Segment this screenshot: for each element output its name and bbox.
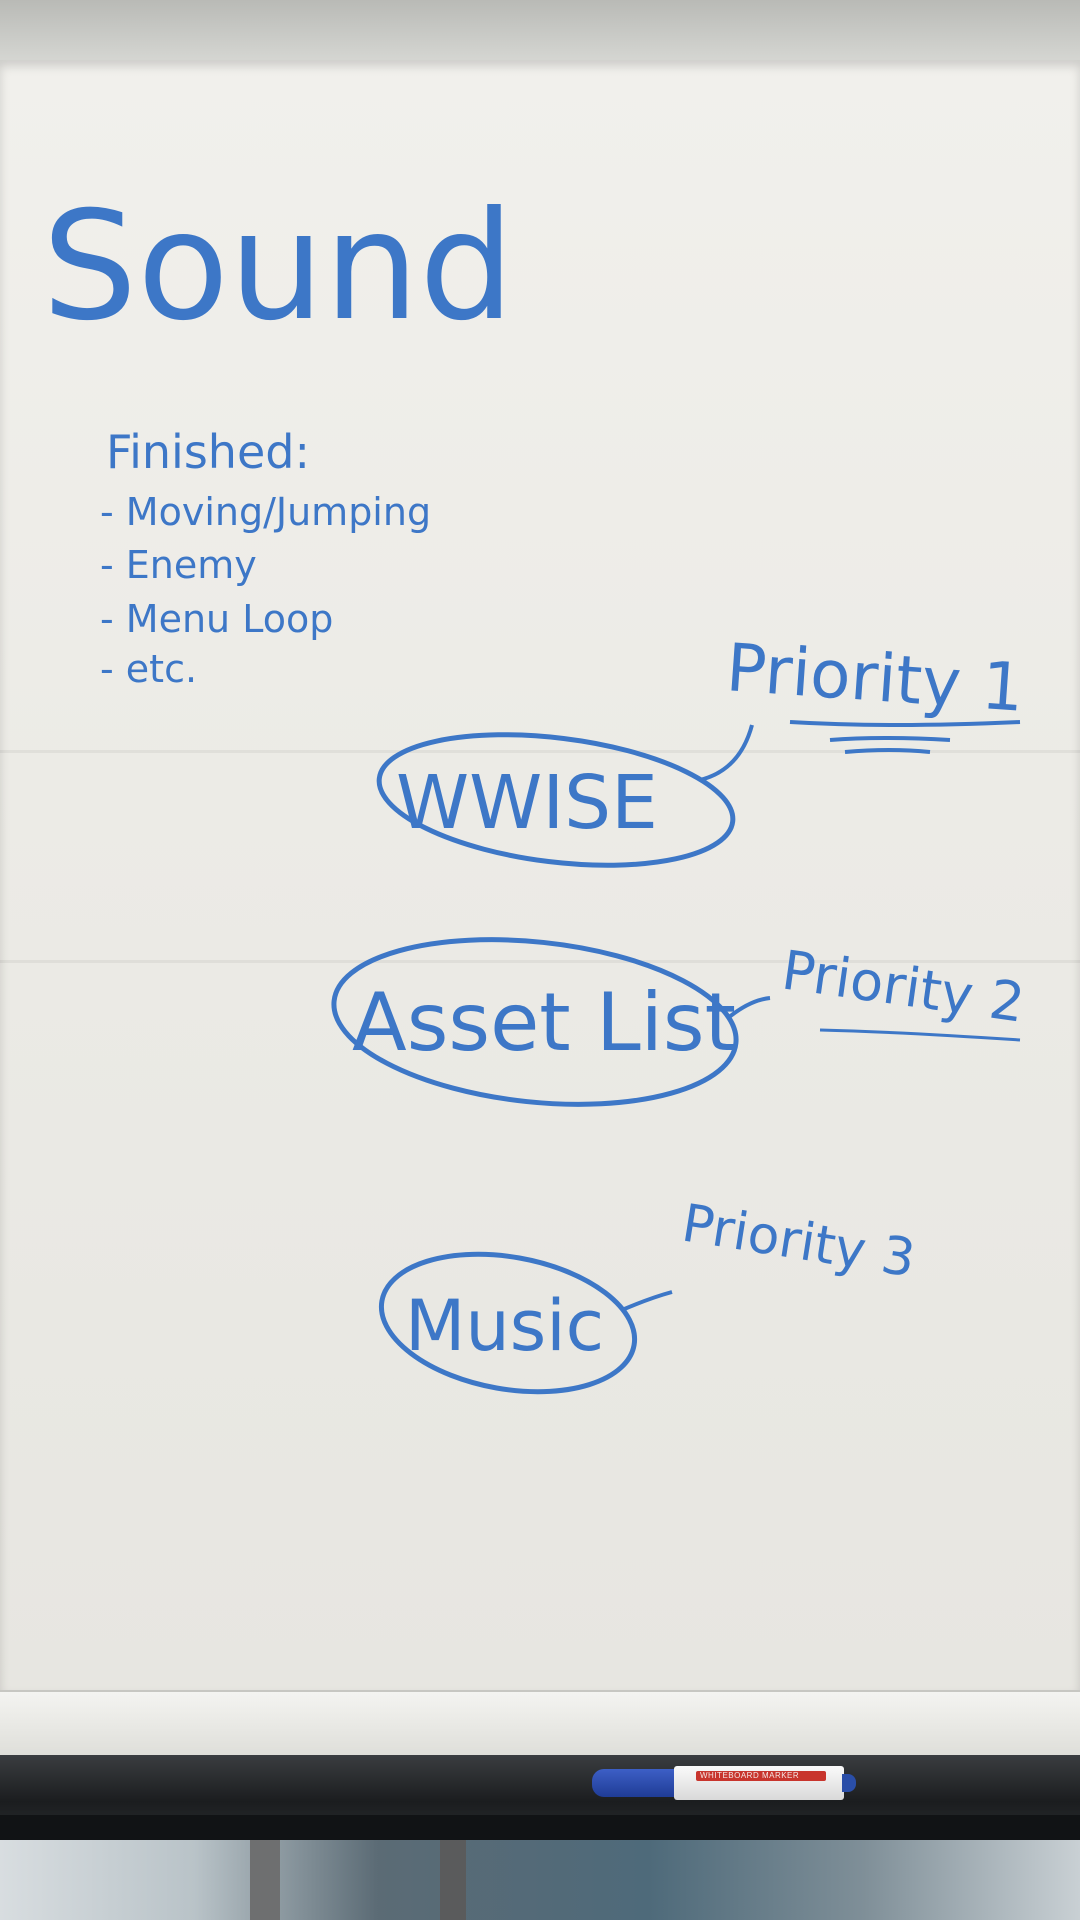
wwise-circle — [376, 732, 736, 868]
finished-item: - Menu Loop — [100, 597, 333, 641]
priority-underline — [789, 720, 1021, 727]
paper-crease — [0, 960, 1080, 963]
background-floor — [0, 1840, 1080, 1920]
finished-label: Finished: — [106, 425, 310, 479]
connector-line — [726, 996, 771, 1020]
priority-underline — [829, 736, 951, 754]
title-sound: Sound — [42, 180, 514, 354]
music-circle — [378, 1251, 638, 1395]
asset-list-circle — [331, 937, 739, 1107]
connector-line — [621, 1290, 673, 1312]
easel-leg — [440, 1840, 466, 1920]
priority-underline — [819, 1028, 1021, 1042]
easel-board-edge — [0, 1690, 1080, 1757]
priority-2-label: Priority 2 — [778, 938, 1028, 1034]
wall — [0, 0, 1080, 70]
marker-label-band — [696, 1771, 826, 1781]
finished-item: - Enemy — [100, 543, 257, 587]
item-music: Music — [405, 1285, 604, 1367]
flipchart-sheet — [0, 60, 1080, 1690]
easel-leg — [250, 1840, 280, 1920]
marker-tray-lip — [0, 1815, 1080, 1840]
priority-1-label: Priority 1 — [724, 629, 1027, 727]
marker-label: WHITEBOARD MARKER — [700, 1771, 800, 1780]
item-wwise: WWISE — [396, 760, 658, 846]
marker-end — [842, 1774, 856, 1792]
paper-crease — [0, 750, 1080, 753]
marker-cap — [592, 1769, 678, 1797]
priority-3-label: Priority 3 — [678, 1194, 919, 1290]
finished-item: - etc. — [100, 647, 197, 691]
finished-item: - Moving/Jumping — [100, 490, 431, 534]
whiteboard-marker[interactable]: WHITEBOARD MARKER — [592, 1766, 856, 1800]
item-asset-list: Asset List — [352, 976, 736, 1069]
connector-line — [699, 724, 754, 782]
